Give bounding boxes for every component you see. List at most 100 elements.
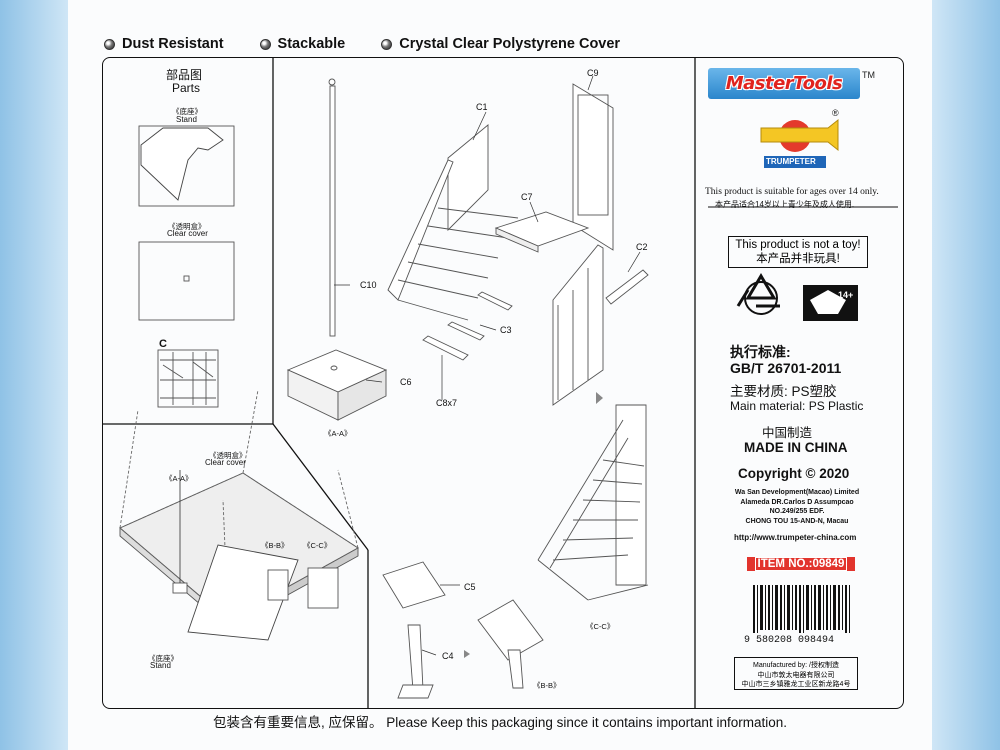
assembled-lectern — [267, 569, 289, 601]
standard-code: GB/T 26701-2011 — [730, 360, 842, 376]
assembled-cover-edge — [119, 409, 139, 529]
bullet-icon — [381, 38, 393, 50]
divider-line — [272, 423, 369, 551]
not-toy-cn: 本产品并非玩具! — [756, 253, 840, 265]
svg-text:14+: 14+ — [838, 290, 853, 300]
mastertools-logo: MasterTools — [708, 68, 860, 99]
assembled-cover-cn: 《透明盒》 — [209, 451, 247, 460]
cover-label-cn: 《透明盒》 — [168, 222, 206, 231]
rail-c2-frame — [552, 244, 604, 406]
cover-label-en: Clear cover — [167, 229, 208, 238]
label-c6: C6 — [400, 377, 412, 387]
material-cn: 主要材质: PS塑胶 — [730, 384, 837, 399]
label-c5: C5 — [464, 582, 476, 592]
foot-c4 — [397, 684, 434, 699]
cover-center-mark — [183, 275, 190, 282]
label-c8x7: C8x7 — [436, 398, 458, 408]
address-line: CHONG TOU 15-AND-N, Macau — [745, 517, 849, 525]
bar-c2 — [605, 269, 649, 305]
stand-label-cn: 《底座》 — [172, 107, 202, 116]
feature-label: Dust Resistant — [122, 36, 224, 52]
feature-list: Dust Resistant Stackable Crystal Clear P… — [104, 36, 620, 52]
left-background-band — [0, 0, 68, 750]
parts-title-en: Parts — [172, 81, 201, 95]
assembled-cover-edge — [242, 389, 259, 474]
feature-label: Stackable — [277, 36, 346, 52]
age-notice-cn: 本产品适合14岁以上青少年及成人使用. — [715, 200, 855, 209]
sprue-detail — [160, 352, 216, 405]
assembled-view-bb: 《B-B》 — [261, 541, 289, 550]
parts-title-cn: 部品图 — [166, 68, 203, 82]
slat-c3 — [447, 321, 485, 341]
instruction-frame — [102, 57, 904, 709]
rail-c2-bars — [557, 268, 589, 400]
age-notice-en: This product is suitable for ages over 1… — [705, 187, 879, 197]
label-c7: C7 — [521, 192, 533, 202]
logo-text: MasterTools — [725, 73, 843, 94]
platform-c7-edge — [495, 227, 539, 253]
not-toy-en: This product is not a toy! — [735, 239, 861, 251]
not-toy-warning: This product is not a toy! 本产品并非玩具! — [728, 236, 868, 268]
assembled-stand-cn: 《底座》 — [148, 654, 178, 663]
assembled-cover-en: Clear cover — [205, 458, 246, 467]
bb-post — [507, 649, 524, 689]
assembled-stand-en: Stand — [150, 661, 171, 670]
view-bb-label: 《B-B》 — [533, 681, 561, 690]
mfg-address: 中山市三乡镇雅龙工业区新龙路4号 — [741, 681, 851, 688]
assembled-cover-edge — [337, 469, 359, 549]
label-c4: C4 — [442, 651, 454, 661]
assembled-view-cc: 《C-C》 — [303, 541, 332, 550]
plate-c5 — [382, 561, 446, 609]
trumpeter-logo-icon — [760, 118, 839, 168]
material-en: Main material: PS Plastic — [730, 399, 864, 413]
bb-plate — [477, 599, 544, 661]
item-number-badge: ITEM NO.:09849 — [747, 557, 855, 571]
item-number: ITEM NO.:09849 — [754, 557, 848, 571]
bullet-icon — [104, 38, 115, 50]
mfg-name: 中山市敦太电器有限公司 — [757, 671, 835, 679]
pole-c10 — [329, 85, 336, 337]
recycle-icon — [736, 273, 780, 315]
copyright: Copyright © 2020 — [738, 466, 850, 481]
assembled-stairs — [307, 567, 339, 609]
label-c9: C9 — [587, 68, 599, 78]
bullet-icon — [259, 38, 271, 50]
made-in-en: MADE IN CHINA — [744, 440, 848, 455]
cc-base — [587, 584, 649, 601]
address-line: Wa San Development(Macao) Limited — [734, 489, 860, 496]
address-line: NO.249/255 EDF. — [769, 508, 825, 515]
barcode-icon — [753, 585, 850, 633]
view-aa-label: 《A-A》 — [324, 429, 352, 438]
slat-c3 — [477, 291, 513, 311]
pole-top — [328, 78, 336, 86]
instruction-sheet: Dust Resistant Stackable Crystal Clear P… — [68, 0, 932, 750]
footer-notice: 包装含有重要信息, 应保留。 Please Keep this packagin… — [213, 715, 787, 730]
feature-item: Dust Resistant — [104, 36, 224, 52]
leader-line — [334, 75, 641, 656]
arrow-icon — [596, 392, 603, 404]
rail-c9 — [572, 83, 614, 251]
label-c3: C3 — [500, 325, 512, 335]
assembled-view-aa: 《A-A》 — [165, 474, 193, 483]
feature-item: Stackable — [259, 36, 346, 52]
reg-mark: ® — [832, 108, 839, 118]
rail-c9-inner — [577, 94, 609, 216]
stand-part — [138, 125, 235, 207]
website: http://www.trumpeter-china.com — [734, 533, 857, 542]
clear-cover-part — [138, 241, 235, 321]
sprue-label: C — [159, 338, 167, 350]
label-c10: C10 — [360, 280, 377, 290]
cc-stringer — [537, 559, 589, 601]
label-c1: C1 — [476, 102, 488, 112]
post-c4 — [407, 624, 424, 691]
assembled-plate — [187, 544, 299, 641]
made-in-cn: 中国制造 — [762, 426, 813, 440]
view-cc-label: 《C-C》 — [586, 622, 615, 631]
stair-steps — [397, 207, 519, 321]
cc-stairs — [537, 419, 645, 569]
slat-c8 — [422, 335, 469, 361]
trumpeter-text: TRUMPETER — [766, 157, 816, 166]
address-line: Alameda DR.Carlos D Assumpcao — [740, 498, 854, 506]
age-warning-icon: 14+ — [803, 285, 858, 321]
base-c6-hole — [330, 365, 338, 371]
